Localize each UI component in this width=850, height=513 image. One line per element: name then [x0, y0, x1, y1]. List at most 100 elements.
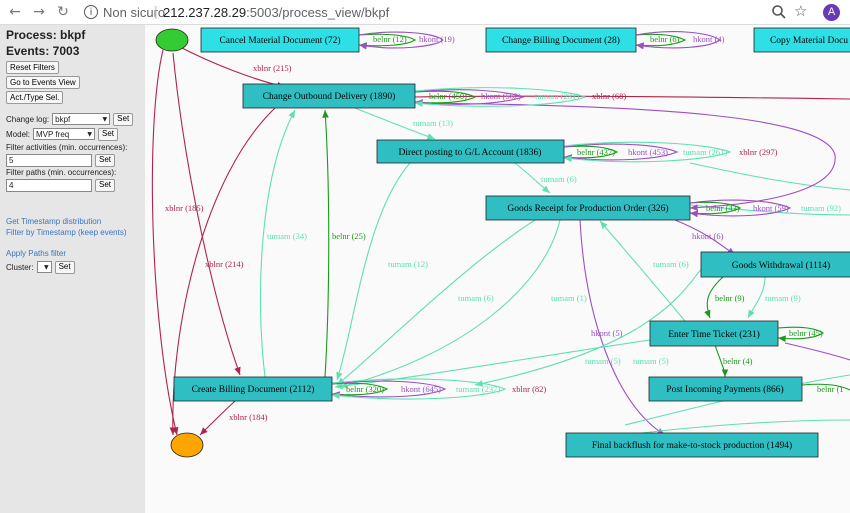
- address-bar[interactable]: 212.237.28.29:5003/process_view/bkpf: [163, 5, 389, 20]
- reset-filters-button[interactable]: Reset Filters: [6, 61, 59, 74]
- change-log-set-button[interactable]: Set: [113, 112, 134, 126]
- node-direct-posting-gl[interactable]: [376, 139, 565, 164]
- act-type-sel-button[interactable]: Act./Type Sel.: [6, 91, 64, 104]
- node-copy-material-document[interactable]: [753, 27, 850, 53]
- edge-cbl-cod-tumam: [259, 109, 296, 378]
- edge-label: xblnr (185): [165, 203, 204, 213]
- info-icon[interactable]: i: [84, 5, 98, 19]
- back-arrow-icon[interactable]: ←: [9, 4, 21, 20]
- filter-paths-input[interactable]: 4: [6, 178, 92, 192]
- node-post-incoming-payments[interactable]: [648, 376, 803, 402]
- loop-cbd-hkont: [635, 31, 721, 50]
- edge-label: hkont (6): [692, 231, 724, 241]
- edge-cod-right-xblnr: [414, 95, 850, 100]
- cluster-set-button[interactable]: Set: [54, 260, 75, 274]
- start-node[interactable]: [155, 28, 189, 52]
- edge-label: tumam (231): [535, 91, 579, 101]
- edge-label: tumam (1): [551, 293, 587, 303]
- cluster-select[interactable]: ▼: [36, 261, 52, 273]
- model-set-button[interactable]: Set: [98, 127, 119, 141]
- reload-icon[interactable]: ↻: [57, 4, 69, 20]
- star-icon[interactable]: ☆: [794, 2, 808, 20]
- edge-grp-cbl-tumam1: [339, 219, 561, 389]
- zoom-icon[interactable]: [771, 4, 787, 20]
- model-label: Model:: [6, 129, 31, 139]
- node-final-backflush[interactable]: [565, 432, 819, 458]
- change-log-select[interactable]: bkpf▼: [52, 113, 111, 125]
- chevron-down-icon: ▼: [87, 130, 93, 138]
- filter-activities-input[interactable]: 5: [6, 153, 92, 167]
- forward-arrow-icon[interactable]: →: [33, 4, 45, 20]
- filter-activities-set-button[interactable]: Set: [95, 153, 116, 167]
- edge-label: hkont (59): [753, 203, 789, 213]
- edge-grp-gw: [674, 219, 736, 256]
- loop-grp-hkont: [689, 199, 792, 218]
- edge-label: belnr (437): [577, 147, 615, 157]
- change-log-value: bkpf: [55, 114, 71, 124]
- edge-label: hkont (5): [591, 328, 623, 338]
- loop-cbl-hkont: [331, 380, 447, 399]
- edge-label: xblnr (68): [592, 91, 626, 101]
- node-cancel-material-document[interactable]: [200, 27, 360, 53]
- edge-dgl-grp: [514, 162, 551, 194]
- filter-by-timestamp-link[interactable]: Filter by Timestamp (keep events): [6, 228, 127, 237]
- node-label: Post Incoming Payments (866): [666, 384, 783, 395]
- node-create-billing-document[interactable]: [173, 376, 333, 402]
- loop-cmd-belnr: [358, 33, 417, 49]
- edge-label: tumam (6): [458, 293, 494, 303]
- node-change-outbound-delivery[interactable]: [242, 83, 416, 109]
- edge-label: belnr (450): [429, 91, 467, 101]
- loop-dgl-hkont: [563, 143, 679, 162]
- edge-label: xblnr (215): [253, 63, 292, 73]
- node-label: Goods Receipt for Production Order (326): [507, 203, 668, 214]
- edge-label: tumam (9): [765, 293, 801, 303]
- edge-label: hkont (4): [693, 34, 725, 44]
- edge-label: hkont (453): [628, 147, 668, 157]
- go-to-events-view-button[interactable]: Go to Events View: [6, 76, 80, 89]
- edge-label: hkont (562): [481, 91, 521, 101]
- model-select[interactable]: MVP freq▼: [33, 128, 96, 140]
- filter-paths-set-button[interactable]: Set: [95, 178, 116, 192]
- node-label: Cancel Material Document (72): [219, 35, 340, 46]
- node-change-billing-document[interactable]: [485, 27, 637, 53]
- edge-label: tumam (13): [413, 118, 453, 128]
- timestamp-distribution-link[interactable]: Get Timestamp distribution: [6, 217, 102, 226]
- sidebar: Process: bkpf Events: 7003 Reset Filters…: [0, 25, 145, 513]
- node-label: Change Billing Document (28): [502, 35, 620, 46]
- node-goods-withdrawal[interactable]: [700, 251, 850, 278]
- loop-ett-belnr: [777, 326, 825, 342]
- node-label: Direct posting to G/L Account (1836): [399, 147, 542, 158]
- node-label: Change Outbound Delivery (1890): [263, 91, 396, 102]
- apply-paths-filter-link[interactable]: Apply Paths filter: [6, 249, 67, 258]
- edge-dgl-right: [689, 162, 850, 191]
- node-goods-receipt-production[interactable]: [485, 195, 691, 221]
- loop-grp-belnr: [689, 201, 742, 217]
- filter-activities-label: Filter activities (min. occurrences):: [6, 143, 128, 152]
- address-separator: |: [154, 3, 158, 19]
- edge-label: tumam (6): [653, 259, 689, 269]
- filter-paths-row: 4 Set: [6, 178, 145, 192]
- edge-gw-ett-tumam: [747, 276, 766, 319]
- edge-ett-right: [784, 342, 850, 361]
- loop-cod-belnr: [414, 90, 477, 106]
- chevron-down-icon: ▼: [43, 263, 49, 271]
- edge-label: tumam (34): [267, 231, 307, 241]
- avatar[interactable]: A: [823, 4, 840, 21]
- loop-cbd-belnr: [635, 33, 687, 49]
- node-label: Goods Withdrawal (1114): [732, 260, 830, 271]
- edge-label: xblnr (184): [229, 412, 268, 422]
- process-graph: Cancel Material Document (72) Change Bil…: [145, 25, 850, 513]
- end-node[interactable]: [170, 432, 204, 458]
- edge-label: hkont (19): [419, 34, 455, 44]
- edge-start-end: [151, 49, 179, 436]
- edge-label: tumam (92): [801, 203, 841, 213]
- edge-label: belnr (6): [650, 34, 680, 44]
- loop-cbl-tumam: [331, 378, 507, 400]
- edge-label: tumam (5): [633, 356, 669, 366]
- edge-gw-cbl: [474, 264, 706, 387]
- edge-cod-dgl: [354, 107, 436, 140]
- cluster-row: Cluster: ▼ Set: [6, 260, 145, 274]
- node-enter-time-ticket[interactable]: [649, 320, 779, 347]
- edge-ett-grp: [599, 220, 686, 322]
- events-count: Events: 7003: [6, 44, 80, 58]
